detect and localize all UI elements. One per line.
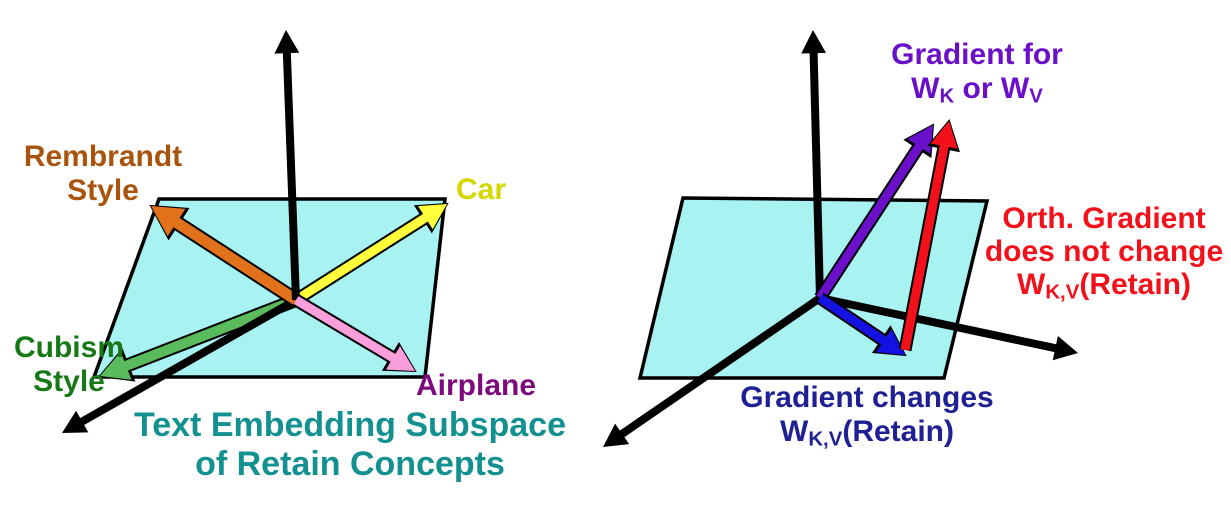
rembrandt-style-line1: Rembrandt bbox=[23, 140, 183, 173]
right-coordinate-system bbox=[603, 30, 1078, 447]
orth-gradient-label: Orth. Gradient does not change WK,V(Reta… bbox=[973, 202, 1231, 304]
gradient-changes-label: Gradient changes WK,V(Retain) bbox=[731, 381, 1003, 451]
orth-gradient-line1: Orth. Gradient bbox=[1002, 202, 1206, 235]
left-up-axis-arrow bbox=[274, 30, 300, 301]
cubism-style-line2: Style bbox=[33, 365, 105, 398]
orth-gradient-line2: does not change bbox=[984, 235, 1224, 268]
cubism-style-line1: Cubism bbox=[13, 331, 124, 364]
car-arrow bbox=[292, 202, 449, 306]
subspace-caption-line2: of Retain Concepts bbox=[195, 445, 505, 483]
rembrandt-style-label: Rembrandt Style bbox=[15, 140, 191, 208]
airplane-arrow bbox=[292, 294, 417, 373]
gradient-for-line1: Gradient for bbox=[891, 38, 1063, 71]
rembrandt-style-line2: Style bbox=[67, 174, 139, 207]
cubism-arrow bbox=[98, 293, 299, 382]
right-horizontal-axis-arrow bbox=[819, 294, 1078, 361]
gradient-for-label: Gradient for WK or WV bbox=[852, 38, 1102, 108]
rembrandt-arrow bbox=[149, 204, 301, 307]
subspace-caption: Text Embedding Subspace of Retain Concep… bbox=[122, 406, 578, 484]
subspace-caption-line1: Text Embedding Subspace bbox=[133, 406, 566, 444]
right-down-axis-arrow bbox=[603, 294, 823, 447]
orth-gradient-line3: WK,V(Retain) bbox=[1017, 268, 1191, 304]
left-down-axis-arrow bbox=[62, 296, 298, 433]
orth-gradient-arrow bbox=[898, 119, 961, 352]
car-label: Car bbox=[456, 173, 507, 206]
left-coordinate-system bbox=[62, 30, 449, 433]
gradient-for-line2: WK or WV bbox=[911, 72, 1043, 108]
cubism-style-label: Cubism Style bbox=[0, 331, 142, 399]
airplane-label: Airplane bbox=[416, 369, 537, 402]
gradient-changes-arrow bbox=[816, 292, 907, 357]
gradient-changes-line1: Gradient changes bbox=[740, 381, 994, 414]
gradient-changes-line2: WK,V(Retain) bbox=[780, 415, 954, 451]
right-up-axis-arrow bbox=[801, 30, 827, 299]
gradient-wk-wv-arrow bbox=[814, 123, 935, 302]
